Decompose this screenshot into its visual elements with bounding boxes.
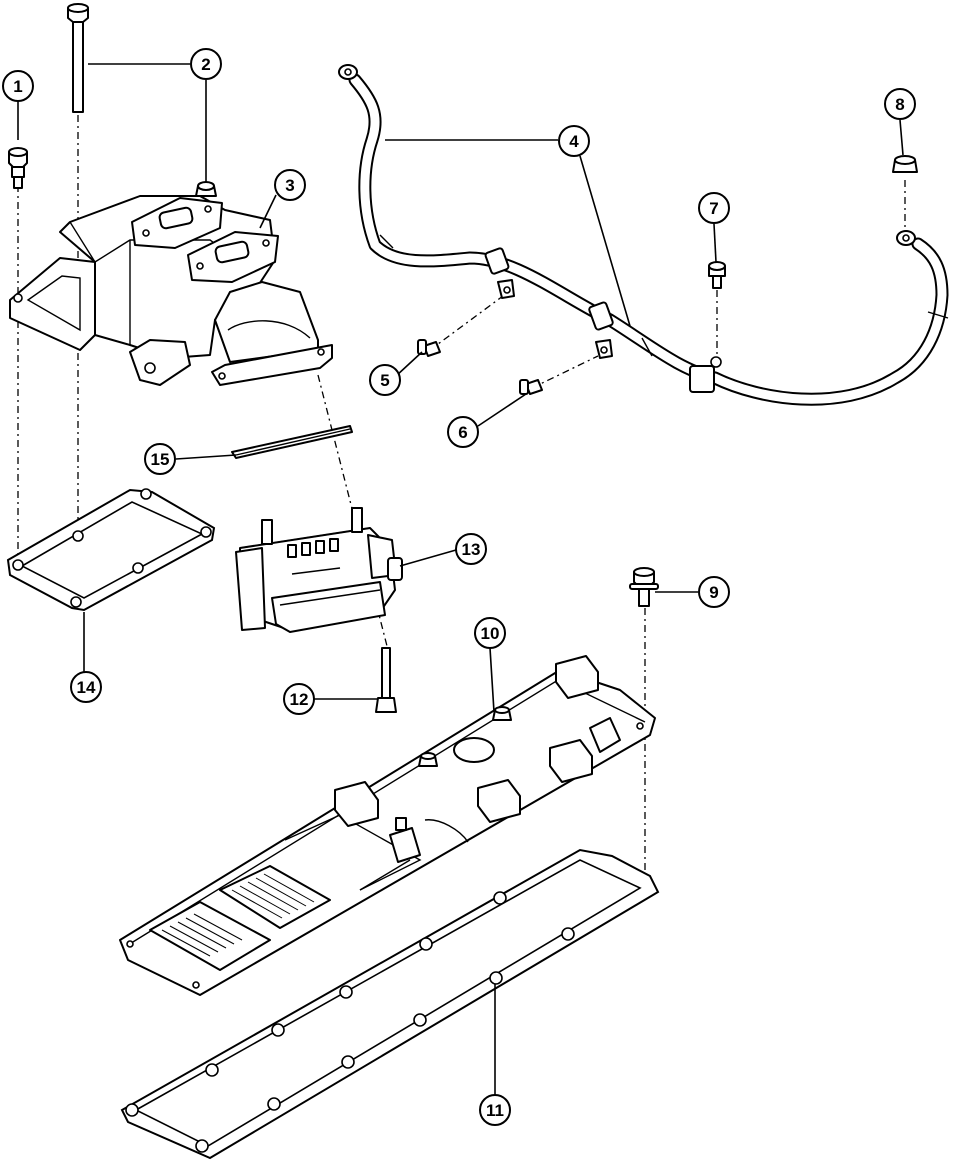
callout-label: 13 — [462, 540, 481, 559]
callout-label: 4 — [569, 132, 579, 151]
callout-label: 1 — [13, 77, 22, 96]
connector-pins — [287, 538, 339, 558]
callout-8: 8 — [884, 88, 916, 120]
bolt-12 — [375, 647, 397, 713]
callout-label: 8 — [895, 95, 904, 114]
gasket-11 — [120, 848, 660, 1160]
callout-4: 4 — [558, 125, 590, 157]
callout-7: 7 — [698, 192, 730, 224]
callout-label: 10 — [481, 624, 500, 643]
nut-8 — [892, 155, 918, 173]
callout-14: 14 — [70, 671, 102, 703]
callout-1: 1 — [2, 70, 34, 102]
cooler-fins — [161, 873, 315, 957]
long-bolt-2 — [67, 3, 89, 113]
callout-label: 6 — [458, 423, 467, 442]
callout-11: 11 — [479, 1094, 511, 1126]
callout-label: 2 — [201, 55, 210, 74]
bolt-1 — [8, 147, 28, 189]
callout-12: 12 — [283, 683, 315, 715]
cover-assembly-10 — [119, 655, 656, 996]
callout-3: 3 — [274, 169, 306, 201]
gasket-15 — [231, 425, 353, 459]
intake-manifold-3 — [9, 195, 333, 386]
nut-2 — [195, 181, 217, 197]
screw-5 — [417, 339, 441, 357]
callout-label: 9 — [709, 583, 718, 602]
callout-6: 6 — [447, 416, 479, 448]
callout-10: 10 — [474, 617, 506, 649]
leader-lines — [17, 63, 904, 1095]
callout-2: 2 — [190, 48, 222, 80]
callout-13: 13 — [455, 533, 487, 565]
bolt-9 — [629, 567, 659, 607]
callout-9: 9 — [698, 576, 730, 608]
callout-label: 12 — [290, 690, 309, 709]
callout-label: 3 — [285, 176, 294, 195]
callout-5: 5 — [369, 364, 401, 396]
callout-label: 7 — [709, 199, 718, 218]
screw-6 — [519, 379, 543, 395]
bolt-7 — [708, 261, 726, 289]
callout-label: 15 — [151, 450, 170, 469]
callout-label: 11 — [486, 1101, 504, 1120]
heater-module-13 — [235, 507, 403, 633]
hose-assembly-4 — [338, 64, 949, 406]
gasket-14 — [6, 488, 216, 612]
callout-15: 15 — [144, 443, 176, 475]
callout-label: 5 — [380, 371, 389, 390]
callout-label: 14 — [77, 678, 96, 697]
